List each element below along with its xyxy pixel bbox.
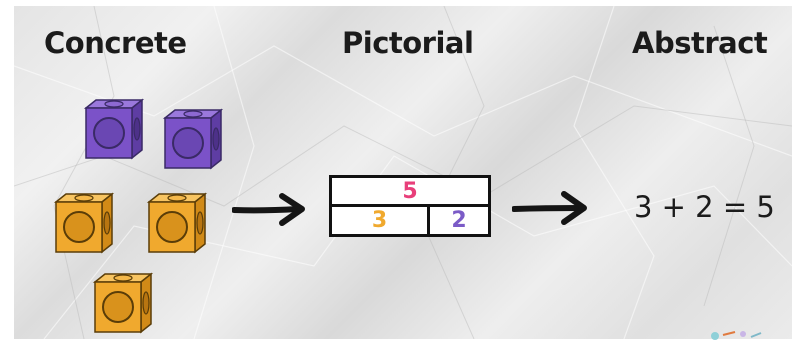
right-arrow-icon — [512, 191, 587, 225]
corner-doodle — [711, 331, 762, 340]
heading-pictorial: Pictorial — [342, 26, 474, 60]
bar-model: 5 3 2 — [329, 175, 491, 237]
purple-cube-icon — [162, 108, 224, 170]
orange-cube-icon — [92, 272, 154, 334]
orange-cube-icon — [146, 192, 208, 254]
bar-model-part-right-value: 2 — [451, 208, 467, 233]
bar-model-whole: 5 — [329, 175, 491, 207]
bar-model-whole-value: 5 — [402, 178, 418, 204]
purple-cube-icon — [83, 98, 145, 160]
heading-concrete: Concrete — [44, 26, 187, 60]
bar-model-part-left: 3 — [329, 204, 430, 237]
bar-model-part-left-value: 3 — [371, 208, 388, 233]
abstract-equation: 3 + 2 = 5 — [634, 190, 775, 224]
bar-model-part-right: 2 — [427, 204, 491, 237]
heading-abstract: Abstract — [632, 26, 768, 60]
orange-cube-icon — [53, 192, 115, 254]
right-arrow-icon — [232, 193, 305, 226]
